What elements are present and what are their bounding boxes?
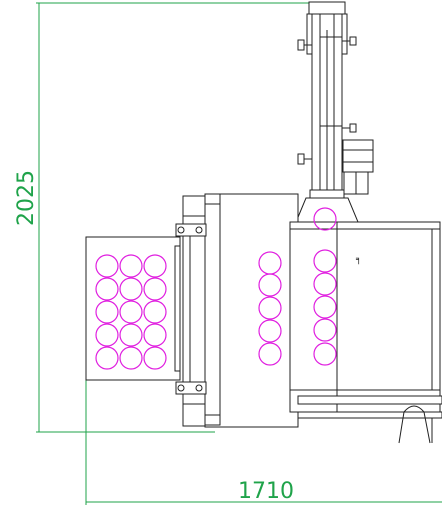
outfeed-rail-lower (297, 411, 442, 419)
product-circle (95, 254, 119, 278)
product-circle (143, 254, 167, 278)
guide-bottom-block (182, 403, 206, 427)
product-circle (313, 207, 337, 231)
housing-top-lip (204, 193, 221, 205)
column-clamp-2 (297, 153, 305, 165)
tray-slot (174, 245, 181, 372)
housing-bottom-lip (204, 414, 221, 426)
machine-foot (398, 405, 433, 444)
product-circle (258, 342, 282, 366)
product-circle (258, 296, 282, 320)
product-circle (95, 300, 119, 324)
product-circle (313, 342, 337, 366)
machine-frame (204, 193, 442, 428)
vertical-dimension (36, 2, 312, 433)
outfeed-rail (297, 395, 442, 405)
product-circle (258, 319, 282, 343)
column-clamp-3 (349, 36, 357, 46)
side-guide (175, 195, 207, 427)
transfer-column (258, 251, 282, 366)
product-circle (143, 323, 167, 347)
product-circle (119, 254, 143, 278)
product-circle (95, 277, 119, 301)
small-annotation: ╕ (355, 255, 361, 265)
dimension-vertical-label: 2025 (14, 170, 39, 226)
column-clamp-1 (297, 39, 305, 51)
column-clamp-4 (349, 123, 357, 133)
product-circle (95, 346, 119, 370)
product-circle (258, 273, 282, 297)
motor-gearbox (342, 139, 374, 195)
product-circle (119, 346, 143, 370)
products (95, 207, 337, 370)
product-circle (313, 249, 337, 273)
outfeed-column (313, 207, 337, 366)
product-circle (143, 346, 167, 370)
product-circle (119, 300, 143, 324)
guide-top-block (182, 195, 206, 217)
product-circle (95, 323, 119, 347)
product-circle (313, 318, 337, 342)
motor-body (342, 139, 374, 173)
horizontal-dimension (85, 360, 442, 505)
product-circle (313, 295, 337, 319)
column-base (295, 189, 359, 223)
dimension-horizontal-label: 1710 (238, 479, 294, 504)
product-circle (119, 323, 143, 347)
lift-column (297, 1, 357, 195)
mid-body (289, 221, 441, 413)
product-circle (143, 300, 167, 324)
product-circle (143, 277, 167, 301)
product-circle (313, 272, 337, 296)
main-housing (204, 193, 299, 428)
infeed-tray-grid (95, 254, 167, 370)
product-circle (119, 277, 143, 301)
